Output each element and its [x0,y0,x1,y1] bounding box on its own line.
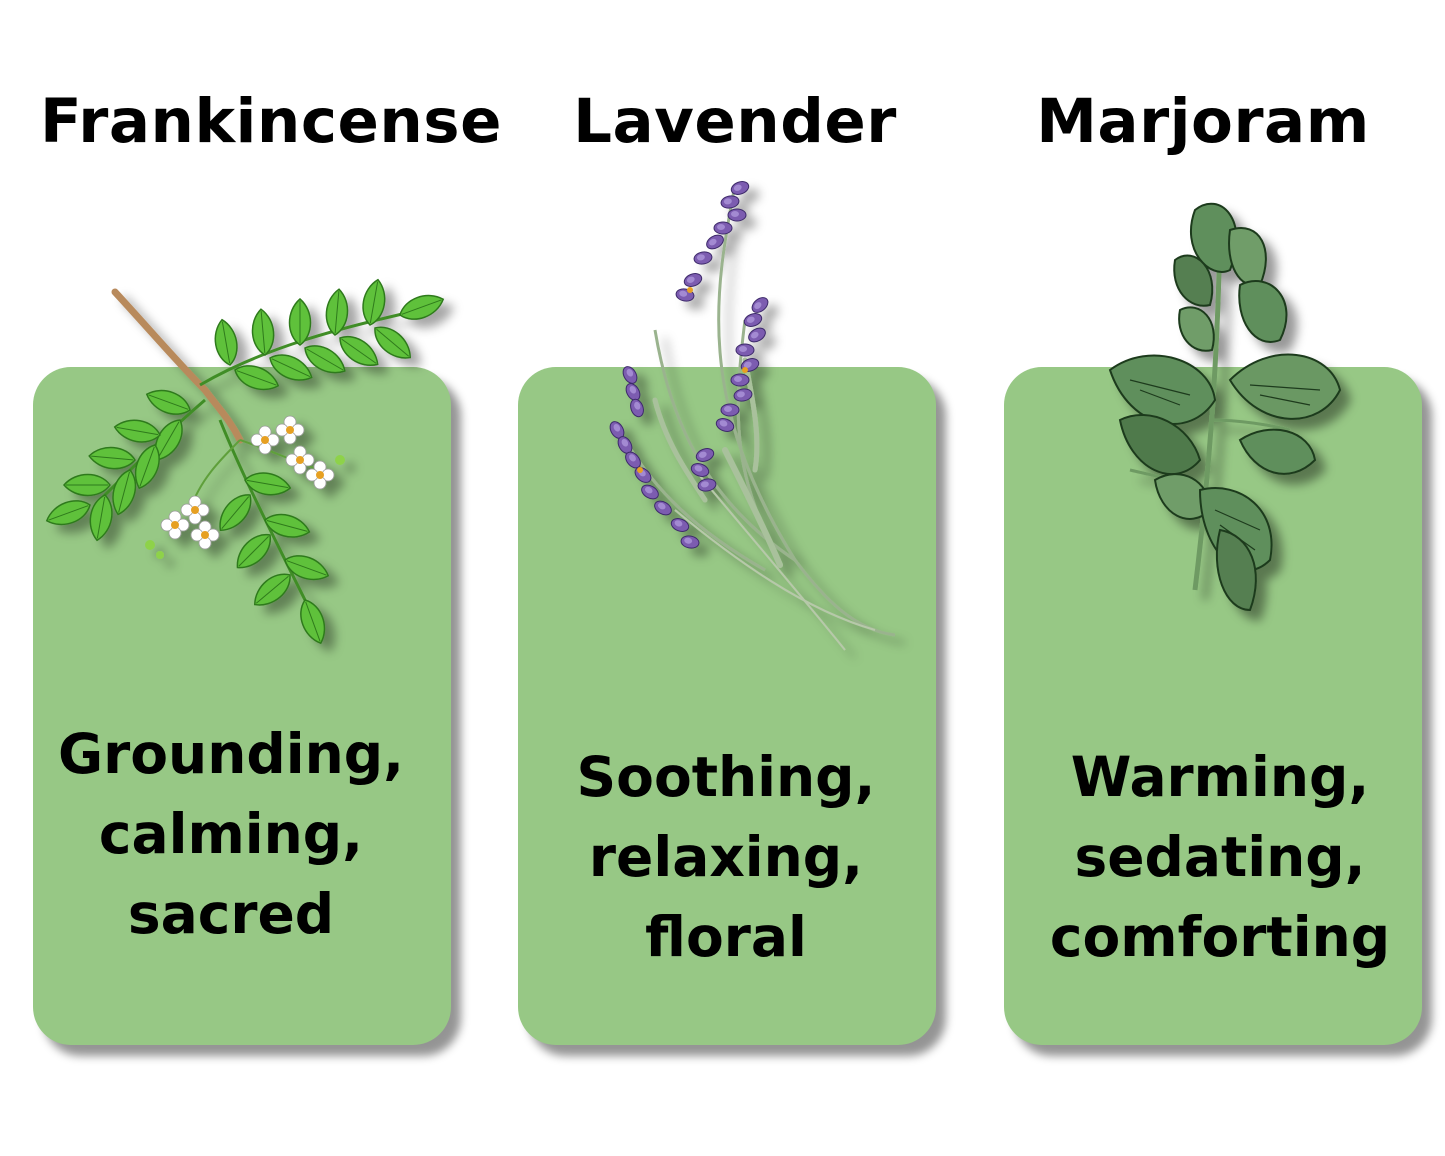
title-frankincense: Frankincense [40,86,502,157]
description-marjoram: Warming, sedating, comforting [970,737,1445,977]
description-line: Grounding, [57,722,404,786]
marjoram-sprig-icon [1108,202,1342,612]
description-line: relaxing, [588,825,864,889]
description-line: floral [645,905,807,969]
card-marjoram [1004,367,1422,1045]
description-line: calming, [98,802,364,866]
title-lavender: Lavender [573,86,897,157]
lavender-sprig-icon [606,178,896,651]
description-line: comforting [1049,905,1391,969]
description-line: sedating, [1074,825,1366,889]
card-lavender [518,367,936,1045]
description-lavender: Soothing, relaxing, floral [476,737,976,977]
description-line: sacred [127,882,335,946]
description-frankincense: Grounding, calming, sacred [0,714,481,954]
title-marjoram: Marjoram [1036,86,1370,157]
description-line: Warming, [1070,745,1370,809]
frankincense-branch-icon [42,277,448,648]
description-line: Soothing, [576,745,876,809]
